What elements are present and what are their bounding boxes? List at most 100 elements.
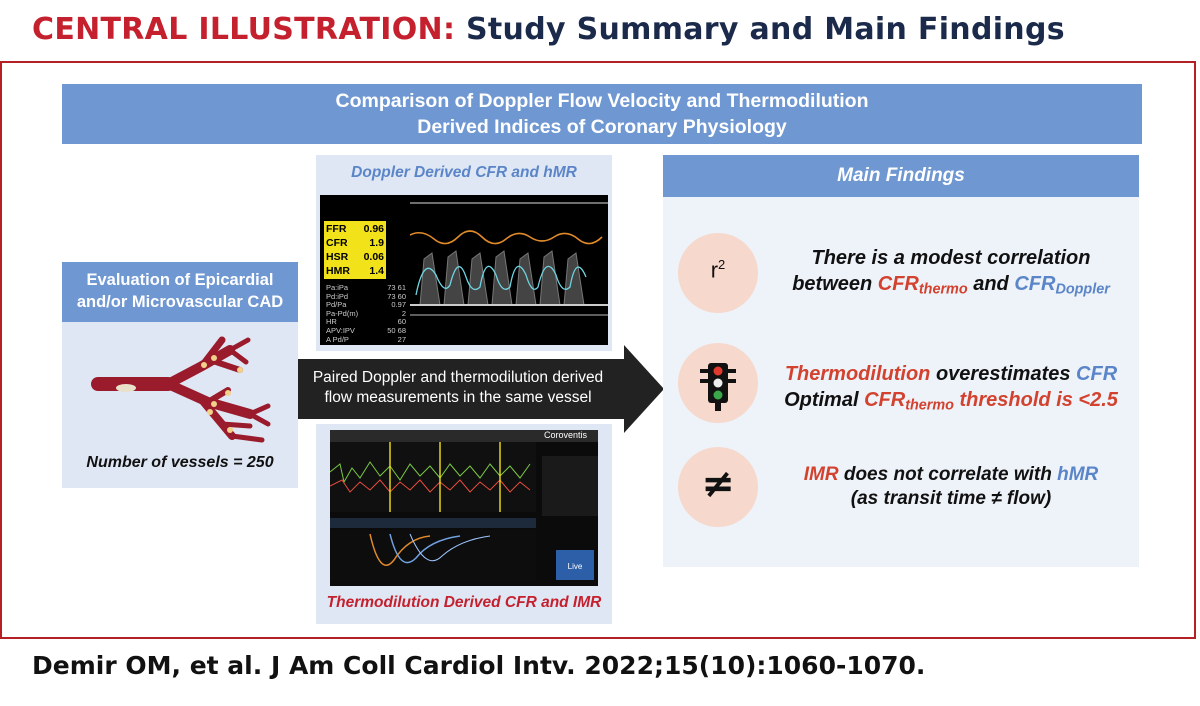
finding-2-line-2: Optimal CFRthermo threshold is <2.5 <box>771 387 1131 419</box>
banner-line-1: Comparison of Doppler Flow Velocity and … <box>335 90 869 112</box>
doppler-extra-label: Pa:iPa <box>326 283 349 292</box>
banner-line-2: Derived Indices of Coronary Physiology <box>417 116 787 138</box>
doppler-extra-row: Pd:iPd 73 60 <box>326 292 406 301</box>
evaluation-panel: Evaluation of Epicardial and/or Microvas… <box>62 262 298 488</box>
doppler-extra-label: HR <box>326 317 337 327</box>
doppler-readout-value: 1.4 <box>369 265 384 277</box>
traffic-light-icon <box>678 343 758 423</box>
imr-term: IMR <box>803 464 839 485</box>
doppler-extra-value: 2 <box>401 308 406 318</box>
doppler-extra-row: Pa-Pd(m) 2 <box>326 309 406 318</box>
citation: Demir OM, et al. J Am Coll Cardiol Intv.… <box>32 651 926 680</box>
finding-3-line-2: (as transit time ≠ flow) <box>850 488 1052 509</box>
r-symbol: r <box>710 257 719 283</box>
finding-imr: IMR does not correlate with hMR (as tran… <box>771 463 1131 511</box>
not-equal-icon: ≠ <box>678 447 758 527</box>
thermo-toolbar <box>330 430 598 442</box>
doppler-readout-row: HMR 1.4 <box>326 265 384 277</box>
doppler-caption: Doppler Derived CFR and hMR <box>351 164 577 181</box>
doppler-extra-label: Pd:iPd <box>326 291 349 301</box>
hmr-term: hMR <box>1057 464 1099 485</box>
doppler-extra-value: 0.97 <box>391 300 406 310</box>
doppler-extra-value: 27 <box>397 334 406 344</box>
thermo-brand: Coroventis <box>544 430 588 440</box>
cfr-thermo-threshold-label: CFR <box>864 389 906 411</box>
finding-1-line-1: There is a modest correlation <box>811 247 1091 269</box>
arrow-text: Paired Doppler and thermodilution derive… <box>300 368 616 408</box>
finding-correlation: There is a modest correlation between CF… <box>771 245 1131 303</box>
header-title: Study Summary and Main Findings <box>466 12 1065 47</box>
doppler-extra-row: Pa:iPa 73 61 <box>326 283 406 292</box>
traffic-light-graphic <box>700 363 736 411</box>
thermodilution-term: Thermodilution <box>784 363 931 385</box>
finding-overestimation: Thermodilution overestimates CFR Optimal… <box>771 361 1131 419</box>
cfr-doppler-term: CFRDoppler <box>1014 273 1110 298</box>
thermodilution-caption: Thermodilution Derived CFR and IMR <box>326 594 602 611</box>
finding-2-optimal: Optimal <box>784 389 865 411</box>
doppler-extra-label: APV:IPV <box>326 326 355 335</box>
doppler-readout-value: 1.9 <box>369 237 384 249</box>
finding-2-mid: overestimates <box>930 363 1077 385</box>
finding-1-and: and <box>967 273 1015 295</box>
live-button: Live <box>567 562 583 571</box>
doppler-waveform <box>410 202 608 316</box>
cfr-term: CFR <box>1076 363 1118 385</box>
threshold-text: threshold is <2.5 <box>953 389 1118 411</box>
coronary-vessel-icon <box>91 336 271 443</box>
not-equal-symbol: ≠ <box>701 461 735 507</box>
doppler-extra-label: Pa-Pd(m) <box>326 308 359 318</box>
main-findings-panel: Main Findings r2 There is a modest corre… <box>663 155 1139 567</box>
page-title: CENTRAL ILLUSTRATION: Study Summary and … <box>32 12 1065 47</box>
thermodilution-curves <box>330 442 598 580</box>
doppler-readout-label: CFR <box>326 237 348 249</box>
evaluation-heading-line-2: and/or Microvascular CAD <box>76 293 284 311</box>
thermo-subscript: thermo <box>918 281 968 298</box>
vessel-count: Number of vessels = 250 <box>86 454 274 471</box>
doppler-extra-value: 73 60 <box>387 291 406 301</box>
header-label: CENTRAL ILLUSTRATION: <box>32 12 456 47</box>
cfr-thermo-threshold-term: CFRthermo <box>864 389 954 414</box>
doppler-extra-row: HR 60 <box>326 317 406 326</box>
cfr-thermo-term: CFRthermo <box>877 273 968 298</box>
arrow-text-line-2: flow measurements in the same vessel <box>324 389 592 406</box>
doppler-extra-value: 50 68 <box>387 326 406 335</box>
threshold-thermo-subscript: thermo <box>905 397 954 414</box>
finding-2-line-1: Thermodilution overestimates CFR <box>771 361 1131 387</box>
doppler-readout-value: 0.96 <box>363 223 384 235</box>
doppler-readout-label: FFR <box>326 223 347 235</box>
doppler-readout-row: CFR 1.9 <box>326 237 384 249</box>
evaluation-heading-line-1: Evaluation of Epicardial <box>86 271 274 289</box>
finding-1-line-2: between CFRthermo and CFRDoppler <box>771 271 1131 303</box>
doppler-extra-value: 60 <box>397 317 406 327</box>
finding-3-mid: does not correlate with <box>838 464 1058 485</box>
cfr-doppler-label: CFR <box>1014 273 1056 295</box>
doppler-readout-label: HMR <box>326 265 350 277</box>
doppler-extra-label: A Pd/P <box>326 334 349 344</box>
paired-measurement-arrow <box>298 345 664 433</box>
doppler-readout-label: HSR <box>326 251 349 263</box>
r-superscript: 2 <box>718 257 726 272</box>
thermodilution-screen-image: Coroventis Live <box>330 430 598 586</box>
finding-3-line-1: IMR does not correlate with hMR <box>771 463 1131 487</box>
evaluation-heading: Evaluation of Epicardial and/or Microvas… <box>62 262 298 322</box>
doppler-readout-value: 0.06 <box>363 251 384 263</box>
illustration-frame <box>0 61 1196 639</box>
thermodilution-panel: Coroventis Live Thermodilution Derived C… <box>316 424 612 624</box>
r-squared-icon: r2 <box>678 233 758 313</box>
comparison-banner: Comparison of Doppler Flow Velocity and … <box>62 84 1142 144</box>
arrow-text-line-1: Paired Doppler and thermodilution derive… <box>312 369 604 386</box>
doppler-extra-row: Pd/Pa 0.97 <box>326 300 406 309</box>
doppler-extra-value: 73 61 <box>387 283 406 292</box>
cfr-thermo-label: CFR <box>877 273 919 295</box>
finding-1-between: between <box>792 273 878 295</box>
main-findings-heading: Main Findings <box>663 155 1139 197</box>
header: CENTRAL ILLUSTRATION: Study Summary and … <box>0 0 1200 60</box>
doppler-extra-row: A Pd/P 27 <box>326 335 406 344</box>
doppler-readout-row: FFR 0.96 <box>326 223 384 235</box>
doppler-extra-label: Pd/Pa <box>326 300 347 310</box>
doppler-extra-row: APV:IPV 50 68 <box>326 326 406 335</box>
doppler-readout-box <box>324 221 386 279</box>
doppler-subscript: Doppler <box>1055 281 1110 298</box>
